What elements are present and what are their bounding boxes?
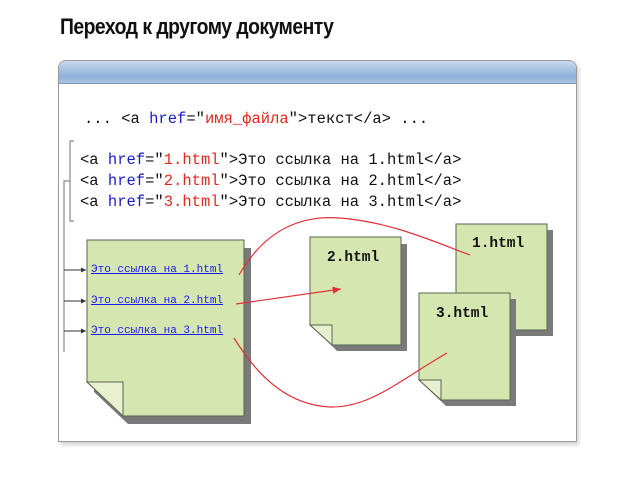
code-attr: href <box>107 172 146 190</box>
doc-3-label: 3.html <box>436 306 489 322</box>
code-text: =" <box>186 110 205 128</box>
code-line-1: <a href="1.html">Это ссылка на 1.html</a… <box>80 151 461 169</box>
doc-1-label: 1.html <box>472 236 525 252</box>
link-arrow-1 <box>238 217 471 276</box>
code-value: имя_файла <box>204 110 289 128</box>
syntax-template-line: ... <a href="имя_файла">текст</a> ... <box>84 110 428 128</box>
source-document <box>85 239 251 424</box>
bracket-connector <box>63 180 70 352</box>
doc-2-label: 2.html <box>327 250 380 266</box>
source-link-3[interactable]: Это ссылка на 3.html <box>91 325 224 337</box>
code-text: ">Это ссылка на 2.html</a> <box>219 172 462 190</box>
code-bracket <box>69 140 74 222</box>
code-text: =" <box>145 151 164 169</box>
code-text: ... <a <box>84 110 150 128</box>
link-arrow-2 <box>235 286 342 305</box>
code-text: ">Это ссылка на 3.html</a> <box>219 193 462 211</box>
code-attr: href <box>149 110 187 128</box>
code-text: <a <box>80 193 108 211</box>
code-attr: href <box>107 151 146 169</box>
code-text: <a <box>80 172 108 190</box>
code-value: 1.html <box>163 151 220 169</box>
slide-title: Переход к другому документу <box>60 14 334 39</box>
source-link-1[interactable]: Это ссылка на 1.html <box>91 264 224 276</box>
code-text: =" <box>145 193 164 211</box>
code-value: 2.html <box>163 172 220 190</box>
panel-header-bar <box>59 61 576 84</box>
code-text: <a <box>80 151 108 169</box>
code-text: =" <box>145 172 164 190</box>
code-line-2: <a href="2.html">Это ссылка на 2.html</a… <box>80 172 461 190</box>
source-link-2[interactable]: Это ссылка на 2.html <box>91 295 224 307</box>
code-attr: href <box>107 193 146 211</box>
link-arrow-3 <box>233 337 448 408</box>
code-text: ">Это ссылка на 1.html</a> <box>219 151 462 169</box>
code-text: ">текст</a> ... <box>288 110 429 128</box>
document-2-html <box>308 236 407 351</box>
code-value: 3.html <box>163 193 220 211</box>
code-line-3: <a href="3.html">Это ссылка на 3.html</a… <box>80 193 461 211</box>
document-3-html <box>417 292 516 406</box>
